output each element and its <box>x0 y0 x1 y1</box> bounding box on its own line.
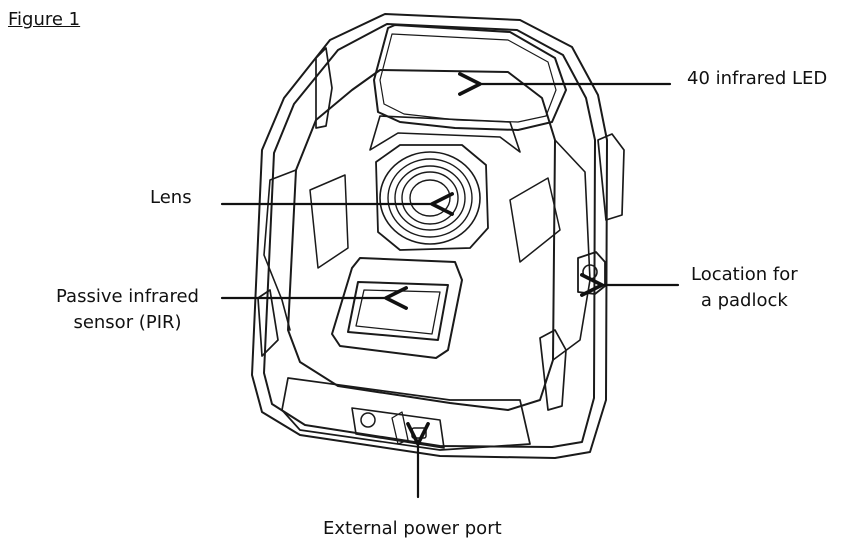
led-window <box>373 24 567 131</box>
upper-bridge <box>369 115 521 153</box>
lens-ring-2 <box>387 158 473 238</box>
lens-ring-3 <box>394 165 466 231</box>
bottom-base <box>281 377 531 451</box>
label-infrared-led: 40 infrared LED <box>687 68 828 89</box>
side-ridge-right <box>552 139 591 361</box>
padlock-tab <box>577 251 606 295</box>
left-latch-upper <box>315 47 333 129</box>
front-face-panel <box>287 69 556 411</box>
pir-window <box>347 281 449 341</box>
lens-ring-1 <box>379 151 481 245</box>
port-panel <box>351 407 445 449</box>
lens-assembly <box>375 144 489 251</box>
label-external-power-port: External power port <box>323 518 502 539</box>
right-latch-lower <box>539 329 567 411</box>
facet-left <box>309 174 349 269</box>
facet-right <box>509 177 561 263</box>
led-window-inner <box>379 33 557 123</box>
camera-outer-shell <box>251 13 608 459</box>
pir-housing <box>331 257 463 359</box>
label-lens: Lens <box>150 187 192 208</box>
callout-arrows <box>220 72 680 499</box>
pir-inner-window <box>355 289 441 335</box>
lens-glass <box>409 179 451 217</box>
tripod-mount <box>360 412 376 428</box>
label-pir-sensor: Passive infrared sensor (PIR) <box>56 286 199 333</box>
label-padlock-location: Location for a padlock <box>691 264 798 311</box>
external-power-port <box>411 427 427 439</box>
side-ridge-left <box>263 169 297 331</box>
camera-inner-shell <box>263 23 596 448</box>
lens-bezel <box>375 144 489 251</box>
right-latch-upper <box>597 133 625 221</box>
lens-ring-4 <box>401 171 459 225</box>
pir-sensor-assembly <box>331 257 463 359</box>
left-latch-lower <box>257 289 279 357</box>
camera-body <box>251 13 625 459</box>
figure-title: Figure 1 <box>8 9 81 30</box>
